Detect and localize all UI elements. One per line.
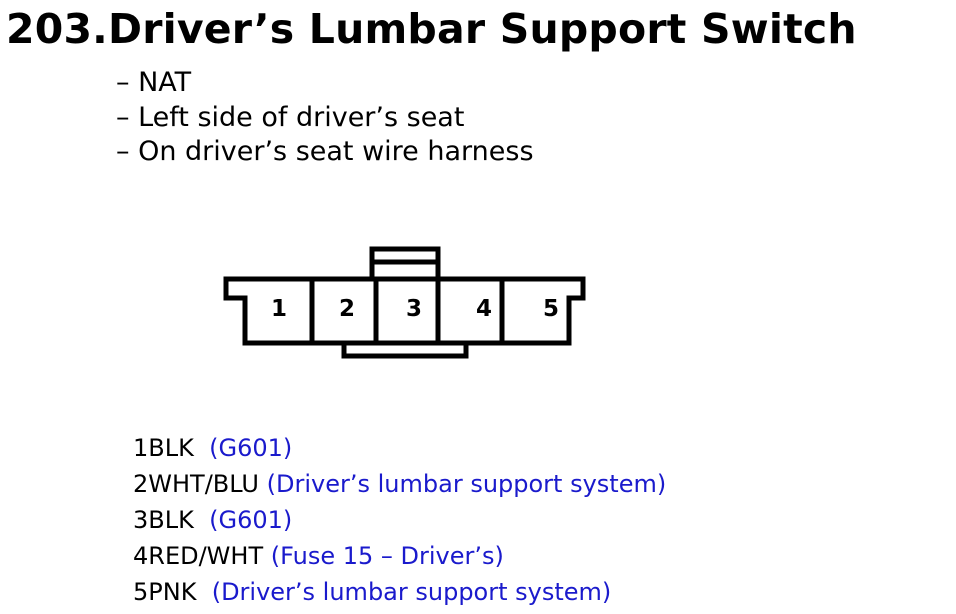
page-title: 203.Driver’s Lumbar Support Switch <box>6 5 857 53</box>
connector-housing <box>223 276 586 346</box>
pin-circuit: (G601) <box>209 434 293 462</box>
pin-label-1: 1 <box>271 296 287 322</box>
pin-wire: 4RED/WHT <box>133 542 271 570</box>
pin-label-4: 4 <box>476 296 492 322</box>
note-item: – On driver’s seat wire harness <box>116 136 534 167</box>
pin-label-5: 5 <box>543 296 559 322</box>
location-notes: – NAT – Left side of driver’s seat – On … <box>116 66 534 170</box>
connector-bottom-tab <box>341 343 469 359</box>
pin-label-2: 2 <box>339 296 355 322</box>
pin-wire: 1BLK <box>133 434 210 462</box>
pin-wire: 3BLK <box>133 506 210 534</box>
pin-row: 5PNK (Driver’s lumbar support system) <box>133 574 666 610</box>
note-item: – Left side of driver’s seat <box>116 101 465 133</box>
pin-row: 1BLK (G601) <box>133 430 666 466</box>
pin-row: 4RED/WHT (Fuse 15 – Driver’s) <box>133 538 666 574</box>
pin-wire: 5PNK <box>133 578 212 606</box>
pin-row: 2WHT/BLU (Driver’s lumbar support system… <box>133 466 666 502</box>
pin-wire: 2WHT/BLU <box>133 470 267 498</box>
pin-list: 1BLK (G601) 2WHT/BLU (Driver’s lumbar su… <box>133 430 666 610</box>
note-item: – NAT <box>116 67 192 98</box>
pin-circuit: (Driver’s lumbar support system) <box>266 470 667 498</box>
pin-circuit: (Fuse 15 – Driver’s) <box>270 542 504 570</box>
pin-label-3: 3 <box>406 296 422 322</box>
pin-row: 3BLK (G601) <box>133 502 666 538</box>
pin-circuit: (G601) <box>209 506 293 534</box>
pin-circuit: (Driver’s lumbar support system) <box>211 578 612 606</box>
